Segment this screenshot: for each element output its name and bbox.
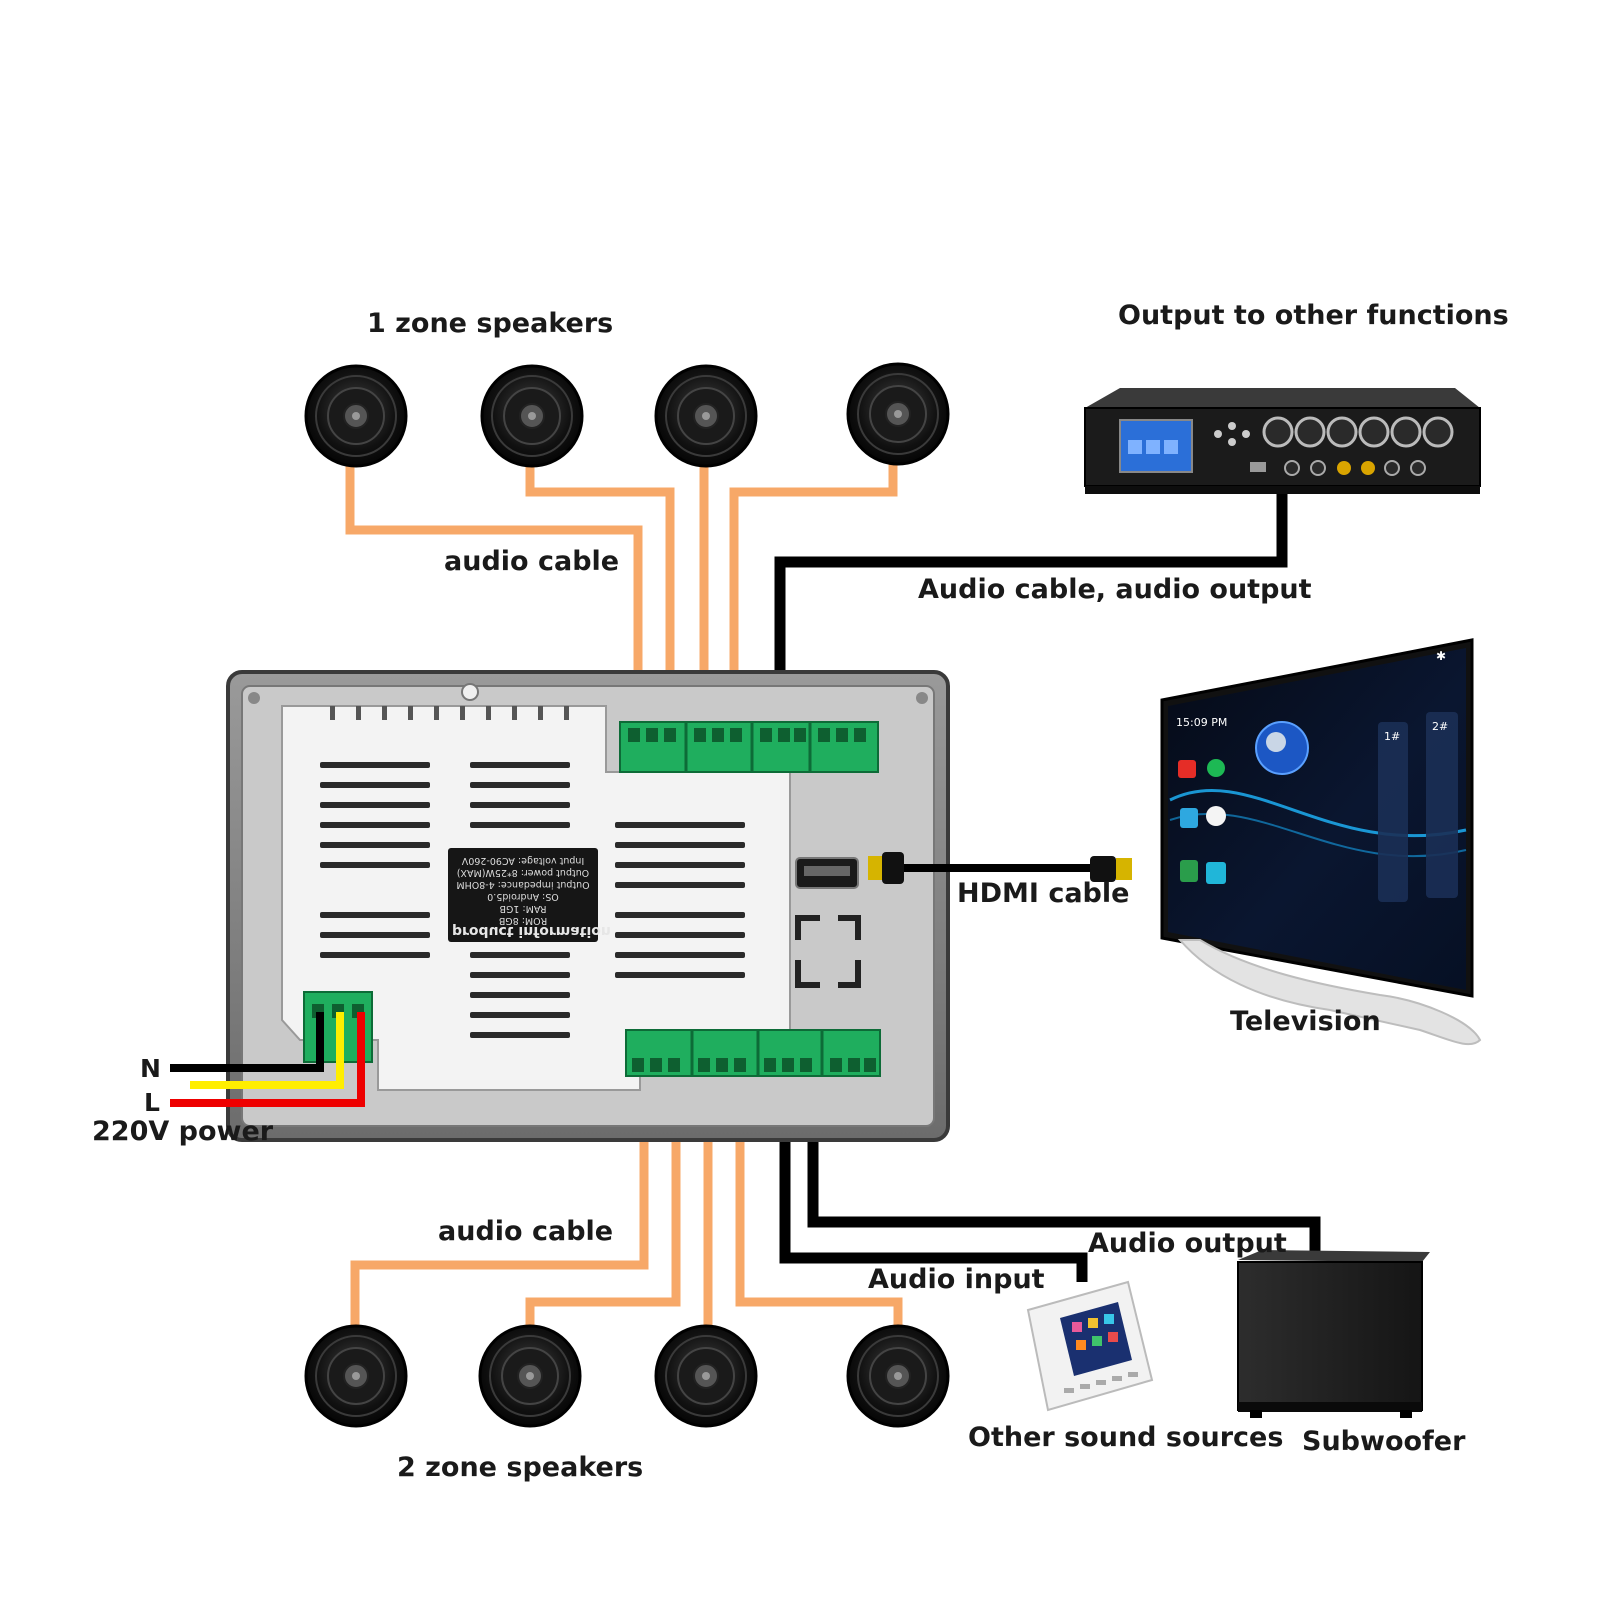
housing-top-tabs [330,706,569,720]
audio-input-label: Audio input [868,1264,1045,1295]
product-info-lines: Input voltage: AC90-260V Output power: 8… [456,855,589,926]
top-speaker-cables [345,455,898,718]
zone2-speakers-label: 2 zone speakers [397,1452,644,1483]
bluetooth-icon: ✱ [1436,649,1446,663]
zone2-speaker [846,1324,950,1428]
audio-cable-output-label: Audio cable, audio output [918,574,1312,605]
product-info-line: Output power: 8*25W(MAX) [457,867,589,878]
television-label: Television [1230,1006,1381,1037]
power-label: 220V power [92,1116,274,1147]
zone1-speakers-label: 1 zone speakers [367,308,614,339]
audio-output-label: Audio output [1088,1228,1287,1259]
television-device: 15:09 PM 1# 2# ✱ [1160,638,1482,1046]
tv-time: 15:09 PM [1176,716,1227,729]
cable-speaker-5 [350,1075,649,1330]
other-sound-sources-label: Other sound sources [968,1422,1284,1453]
cable-audio-output-subwoofer [807,1075,1321,1258]
subwoofer-label: Subwoofer [1302,1426,1466,1457]
power-wires [170,1012,365,1107]
zone2-speaker [304,1324,408,1428]
vent-slots-right [615,822,745,978]
product-info-line: Output impedance: 4-8OHM [456,879,589,890]
live-label: L [144,1088,160,1117]
vent-slots-middle [470,762,570,1038]
bottom-speaker-cables [350,1075,903,1330]
zone2-speaker-group [304,1324,950,1428]
wire-live [170,1012,365,1107]
zone1-speaker [480,364,584,468]
audio-cable-top-label: audio cable [444,546,620,577]
cable-audio-output-amplifier [774,475,1288,718]
cable-speaker-4 [729,455,898,718]
amplifier-panel: product information Input voltage: AC90-… [226,670,950,1142]
product-info-label [448,848,598,942]
audio-cable-bottom-label: audio cable [438,1216,614,1247]
wall-panel-device [1026,1280,1154,1412]
wire-neutral [170,1012,324,1072]
zone1-speaker [846,362,950,466]
wire-earth [190,1012,344,1089]
product-info-line: RAM: 1GB [499,903,546,914]
cable-speaker-1 [345,455,643,718]
hdmi-cable [868,852,1132,884]
product-info-line: Input voltage: AC90-260V [461,855,584,866]
cable-speaker-6 [525,1075,681,1330]
product-info-title: product information [452,923,611,939]
product-info-mirrored: product information [452,923,611,939]
top-terminal-blocks[interactable] [619,721,879,773]
product-info-line: OS: Android5.0 [487,891,559,902]
mounting-bracket [795,915,861,988]
vent-slots-left [320,762,430,958]
zone1-speaker-group [304,362,950,468]
zone1-speaker [304,364,408,468]
hdmi-cable-label: HDMI cable [957,878,1130,909]
cable-speaker-8 [735,1075,903,1330]
product-info-line: ROM: 8GB [499,915,547,926]
cable-speaker-2 [525,455,675,718]
output-other-functions-label: Output to other functions [1118,300,1509,331]
tv-zone-b: 2# [1432,720,1448,733]
tv-zone-a: 1# [1384,730,1400,743]
zone2-speaker [478,1324,582,1428]
neutral-label: N [140,1054,161,1083]
bottom-terminal-blocks[interactable] [625,1029,881,1077]
zone1-speaker [654,364,758,468]
subwoofer-device [1237,1250,1430,1418]
zone2-speaker [654,1324,758,1428]
power-amplifier-device [1084,388,1481,494]
tv-stand [1177,939,1482,1046]
cable-audio-input [779,1075,1088,1282]
tv-app-icons [1178,759,1226,884]
